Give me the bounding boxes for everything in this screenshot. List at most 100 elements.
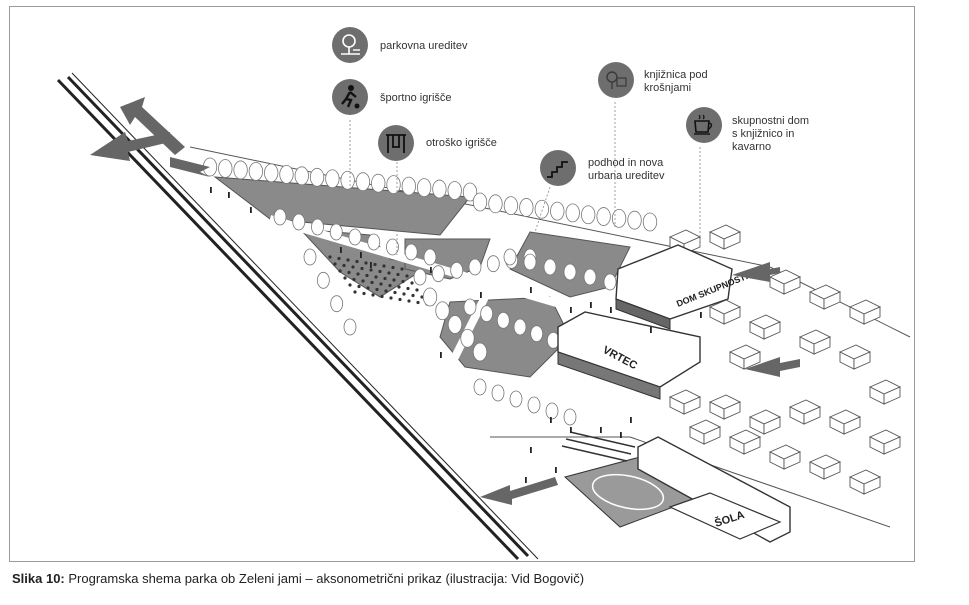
- playground-dot: [416, 300, 420, 305]
- tree-canopy: [273, 208, 287, 226]
- house-wall: [883, 436, 901, 455]
- tree-canopy: [386, 238, 399, 256]
- tree-canopy: [343, 318, 357, 336]
- tree-canopy: [534, 199, 549, 219]
- tree-canopy: [303, 248, 317, 266]
- tree-canopy: [543, 258, 557, 276]
- tree-canopy: [413, 268, 427, 286]
- tree-canopy: [503, 248, 517, 266]
- playground-dot: [407, 299, 411, 303]
- person-figure: [700, 312, 702, 318]
- leader-lines: [349, 102, 701, 255]
- tree-canopy: [348, 228, 362, 246]
- badge-sport: [332, 79, 368, 115]
- tree-canopy: [386, 175, 401, 195]
- playground-dot: [405, 274, 409, 278]
- house-wall: [823, 291, 841, 310]
- tree-canopy: [563, 263, 577, 281]
- person-figure: [360, 252, 362, 258]
- tree-canopy: [462, 182, 478, 202]
- tree-canopy: [480, 305, 494, 323]
- playground-dot: [365, 273, 369, 278]
- tree-canopy: [294, 166, 309, 186]
- playground-dot: [337, 256, 341, 261]
- playground-dot: [398, 297, 402, 302]
- people-figures: [210, 187, 702, 483]
- playground-dot: [333, 262, 337, 266]
- tree-canopy: [447, 315, 463, 334]
- tree-canopy: [611, 208, 627, 228]
- tree-canopy: [496, 311, 510, 329]
- legend-label-community: skupnostni dom s knjižnico in kavarno: [732, 115, 810, 153]
- playground-dot: [411, 293, 415, 298]
- tree-canopy: [468, 258, 482, 276]
- building-sola: ŠOLA: [637, 436, 791, 543]
- playground-pattern: [328, 255, 429, 306]
- person-figure: [550, 417, 552, 423]
- playground-dot: [343, 276, 347, 280]
- person-figure: [570, 307, 572, 313]
- house-wall: [843, 416, 861, 435]
- legend-label-sport: športno igrišče: [380, 92, 452, 104]
- tree-canopy: [472, 342, 488, 362]
- tree-canopy: [311, 218, 324, 236]
- arrow-northwest: [120, 97, 185, 155]
- playground-dot: [415, 288, 419, 292]
- playground-dot: [364, 261, 368, 265]
- playground-dot: [391, 265, 395, 270]
- stairs-icon: [547, 161, 568, 178]
- house-wall: [743, 436, 761, 455]
- legend-label-library: knjižnica pod krošnjami: [644, 69, 708, 94]
- playground-dot: [389, 296, 393, 300]
- playground-dot: [352, 277, 356, 282]
- tree-canopy: [488, 194, 503, 214]
- railway-rails: [71, 72, 539, 560]
- tree-canopy: [583, 268, 597, 286]
- tree-canopy: [527, 396, 541, 414]
- playground-dot: [392, 278, 396, 282]
- person-figure: [210, 187, 212, 193]
- direction-arrows: [90, 97, 800, 505]
- tree-canopy: [330, 295, 344, 313]
- playground-dot: [370, 280, 374, 285]
- tree-canopy: [367, 233, 381, 251]
- playground-dot: [401, 279, 405, 284]
- playground-dot: [328, 255, 332, 259]
- tree-canopy: [523, 253, 537, 271]
- tree-canopy: [416, 178, 432, 197]
- tree-canopy: [279, 164, 294, 184]
- figure-caption: Slika 10: Programska shema parka ob Zele…: [12, 571, 584, 586]
- house-wall: [743, 351, 761, 370]
- playground-dot: [347, 270, 351, 275]
- house-wall: [803, 406, 821, 425]
- tree-book-icon: [606, 71, 627, 89]
- badge-community: [686, 107, 722, 143]
- tree-canopy: [371, 173, 386, 193]
- tree-canopy: [329, 223, 343, 241]
- playground-dot: [342, 263, 346, 268]
- playground-dot: [356, 272, 360, 276]
- underpass-steps: [561, 431, 636, 462]
- person-figure: [650, 327, 652, 333]
- playground-dot: [346, 258, 350, 262]
- person-figure: [525, 477, 527, 483]
- playground-dot: [393, 290, 397, 295]
- person-figure: [620, 432, 622, 438]
- football-player-icon: [341, 85, 360, 109]
- house-wall: [863, 306, 881, 325]
- tree-canopy: [530, 325, 544, 343]
- person-figure: [600, 427, 602, 433]
- tree-canopy: [509, 390, 523, 408]
- playground-dot: [420, 295, 424, 299]
- playground-dot: [348, 283, 352, 287]
- tree-canopy: [233, 160, 248, 180]
- tree-canopy: [545, 402, 559, 420]
- swing-icon: [386, 134, 406, 153]
- tree-canopy: [447, 181, 462, 200]
- legend-label-park: parkovna ureditev: [380, 40, 468, 52]
- tree-canopy: [627, 210, 642, 230]
- playground-dot: [406, 286, 410, 291]
- house-wall: [883, 386, 901, 405]
- tree-canopy: [472, 192, 488, 212]
- house-wall: [763, 321, 781, 340]
